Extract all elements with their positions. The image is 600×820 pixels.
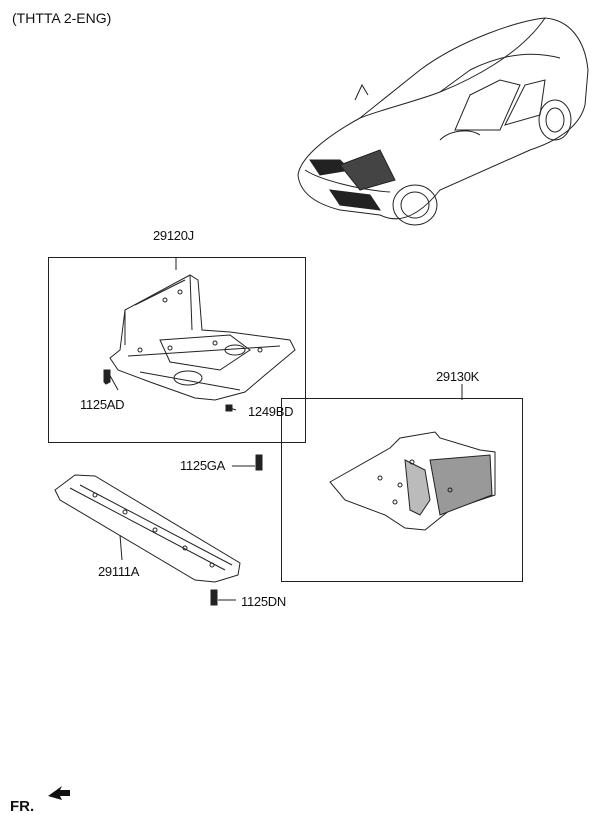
front-arrow-icon [48, 786, 70, 800]
label-1249bd: 1249BD [248, 404, 294, 419]
label-1125ga: 1125GA [180, 458, 225, 473]
callout-box-rear [281, 398, 523, 582]
part-29120j-drawing [107, 257, 296, 411]
part-29111a-drawing [54, 474, 241, 583]
label-29111a: 29111A [98, 564, 140, 579]
label-1125dn: 1125DN [241, 594, 286, 609]
label-29120j: 29120J [153, 228, 194, 243]
front-direction-label: FR. [10, 798, 35, 815]
car-illustration [297, 17, 589, 226]
part-29130k-drawing [329, 384, 496, 531]
label-29130k: 29130K [436, 369, 480, 384]
label-1125ad: 1125AD [80, 397, 125, 412]
bolt-icons [103, 369, 263, 606]
callout-box-front [48, 257, 306, 443]
variant-note: (THTTA 2-ENG) [12, 10, 112, 26]
